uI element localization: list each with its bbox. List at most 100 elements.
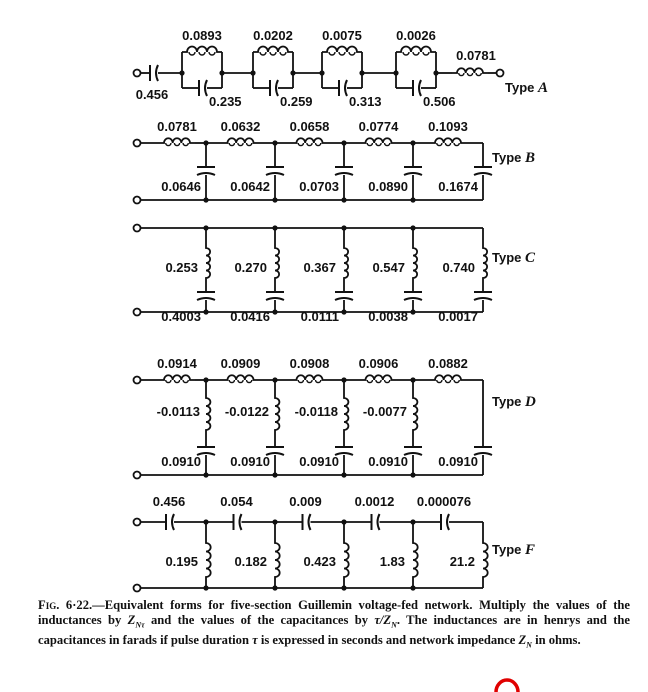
type-letter: A: [537, 80, 548, 96]
junction-dot: [203, 197, 209, 203]
inductor-loops: [458, 72, 482, 77]
junction-dot: [341, 197, 347, 203]
capacitor-icon: [334, 452, 354, 456]
red-mark-icon: [494, 678, 520, 692]
value-label: 0.0416: [230, 309, 270, 324]
value-label: 0.0909: [221, 356, 261, 371]
value-label: 0.0632: [221, 119, 261, 134]
capacitor-icon: [265, 297, 285, 301]
value-label: 0.0910: [230, 454, 270, 469]
value-label: 0.054: [220, 494, 253, 509]
terminal: [132, 138, 142, 148]
junction-dot: [410, 225, 416, 231]
junction-dot: [203, 309, 209, 315]
inductor-loops: [297, 379, 322, 384]
inductor-icon: [360, 374, 397, 381]
capacitor-icon: [307, 513, 312, 531]
inductor-loops: [297, 142, 322, 147]
inductor-icon: [205, 243, 212, 283]
value-label: 0.0908: [290, 356, 330, 371]
capacitor-icon: [265, 452, 285, 456]
terminal: [132, 375, 142, 385]
inductor-icon: [253, 45, 293, 53]
capacitor-icon: [334, 297, 354, 301]
inductor-loops: [228, 379, 253, 384]
inductor-loops: [188, 51, 216, 56]
value-label: -0.0113: [157, 404, 200, 419]
capacitor-icon: [403, 452, 423, 456]
capacitor-icon: [171, 513, 175, 531]
capacitor-icon: [473, 452, 493, 456]
inductor-icon: [396, 45, 436, 53]
inductor-icon: [452, 67, 488, 74]
value-label: 0.456: [153, 494, 186, 509]
inductor-icon: [343, 393, 350, 435]
value-label: 0.0910: [368, 454, 408, 469]
value-label: 0.0893: [182, 28, 222, 43]
caption-symbol: Z: [127, 612, 136, 627]
type-label: Type F: [492, 542, 535, 558]
value-label: 0.547: [372, 260, 405, 275]
capacitor-icon: [403, 297, 423, 301]
value-label: 0.009: [289, 494, 322, 509]
capacitor-icon: [418, 79, 422, 97]
value-label: 0.259: [280, 94, 313, 109]
value-label: 0.0202: [253, 28, 293, 43]
junction-dot: [272, 309, 278, 315]
caption-text: —Equivalent forms for five-section Guill…: [38, 598, 630, 627]
caption-symbol: Z: [518, 632, 527, 647]
inductor-loops: [228, 142, 253, 147]
inductor-icon: [159, 374, 195, 381]
inductor-loops: [165, 379, 189, 384]
value-label: 0.000076: [417, 494, 471, 509]
value-label: -0.0122: [225, 404, 269, 419]
type-label: Type C: [492, 250, 536, 266]
value-label: 0.270: [234, 260, 267, 275]
junction-dot: [319, 70, 325, 76]
value-label: 0.0890: [368, 179, 408, 194]
value-label: -0.0077: [363, 404, 407, 419]
value-label: 0.0910: [299, 454, 339, 469]
inductor-icon: [274, 538, 281, 582]
value-label: 0.0914: [157, 356, 198, 371]
junction-dot: [410, 585, 416, 591]
inductor-icon: [343, 243, 350, 283]
caption-symbol: τ/Z: [374, 612, 392, 627]
inductor-loops: [366, 142, 391, 147]
capacitor-icon: [196, 297, 216, 301]
inductor-loops: [436, 142, 460, 147]
inductor-loops: [259, 51, 287, 56]
caption-text: . The inductances are in henrys and the …: [38, 612, 630, 647]
inductor-icon: [482, 538, 489, 582]
inductor-icon: [222, 137, 259, 144]
inductor-icon: [412, 243, 419, 283]
type-label: Type D: [492, 394, 536, 410]
terminal: [132, 68, 142, 78]
value-label: 0.1674: [438, 179, 479, 194]
junction-dot: [341, 225, 347, 231]
inductor-loops: [402, 51, 430, 56]
inductor-icon: [205, 393, 212, 435]
capacitor-icon: [376, 513, 381, 531]
inductor-icon: [274, 393, 281, 435]
value-label: 0.0781: [456, 48, 496, 63]
capacitor-icon: [334, 172, 354, 176]
capacitor-icon: [196, 172, 216, 176]
junction-dot: [393, 70, 399, 76]
inductor-loops: [436, 379, 460, 384]
value-label: 0.235: [209, 94, 242, 109]
terminal: [132, 195, 142, 205]
inductor-icon: [430, 374, 466, 381]
terminal: [495, 68, 505, 78]
value-label: 0.0774: [359, 119, 400, 134]
value-label: 0.0910: [161, 454, 201, 469]
capacitor-icon: [238, 513, 243, 531]
inductor-icon: [274, 243, 281, 283]
value-label: 0.182: [234, 554, 267, 569]
figure-number: Fig. 6·22.: [38, 598, 93, 612]
value-label: 0.313: [349, 94, 382, 109]
value-label: 0.423: [303, 554, 336, 569]
type-letter: C: [525, 250, 536, 266]
inductor-icon: [360, 137, 397, 144]
type-label: Type A: [505, 80, 548, 96]
